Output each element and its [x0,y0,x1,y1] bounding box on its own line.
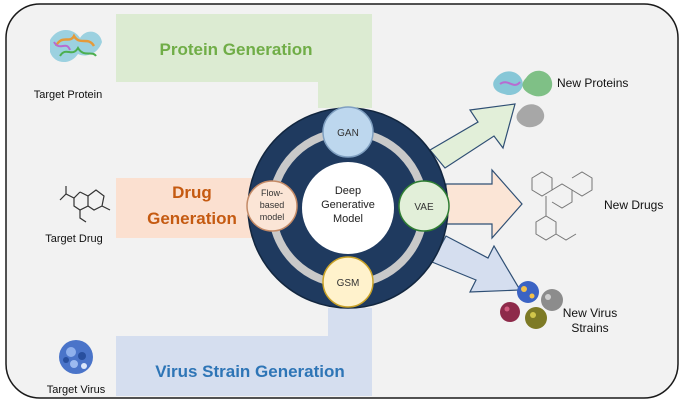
target-protein-label: Target Protein [34,89,102,101]
new-proteins-label: New Proteins [557,76,628,90]
hub-center-line3: Model [333,213,363,225]
flow-label-line2: based [260,200,285,210]
gsm-label: GSM [337,278,360,289]
new-virus-strains-label-line1: New Virus [563,306,617,320]
target-virus-label: Target Virus [47,384,106,396]
drug-generation-label-line2: Generation [147,209,237,228]
protein-stream [116,14,372,108]
new-drugs-image [531,171,593,241]
virus-particle-icon [59,340,93,374]
protein-structure-icon [50,30,102,63]
new-virus-strains-label-line2: Strains [571,321,608,335]
flow-node: Flow- based model [246,180,298,232]
virus-stream [116,308,372,396]
virus-output-arrow [431,235,522,293]
gsm-node: GSM [322,256,374,308]
protein-generation-label: Protein Generation [159,40,312,59]
vae-label: VAE [414,202,434,213]
drug-generation-label-line1: Drug [172,183,212,202]
target-drug-label: Target Drug [45,233,102,245]
vae-node: VAE [398,180,450,232]
new-proteins-image [493,70,553,128]
flow-label-line1: Flow- [261,188,283,198]
new-virus-strains-image [500,281,563,329]
hub-center-line1: Deep [335,185,361,197]
hub-center [302,162,394,254]
drug-molecule-icon [59,186,111,223]
drugs-output-arrow [445,168,523,240]
hub-center-line2: Generative [321,199,375,211]
gan-node: GAN [322,106,374,158]
gan-label: GAN [337,128,359,139]
flow-label-line3: model [260,212,285,222]
drug-stream [116,178,258,238]
new-drugs-label: New Drugs [604,198,663,212]
virus-strain-generation-label: Virus Strain Generation [155,362,345,381]
proteins-output-arrow [429,103,516,169]
